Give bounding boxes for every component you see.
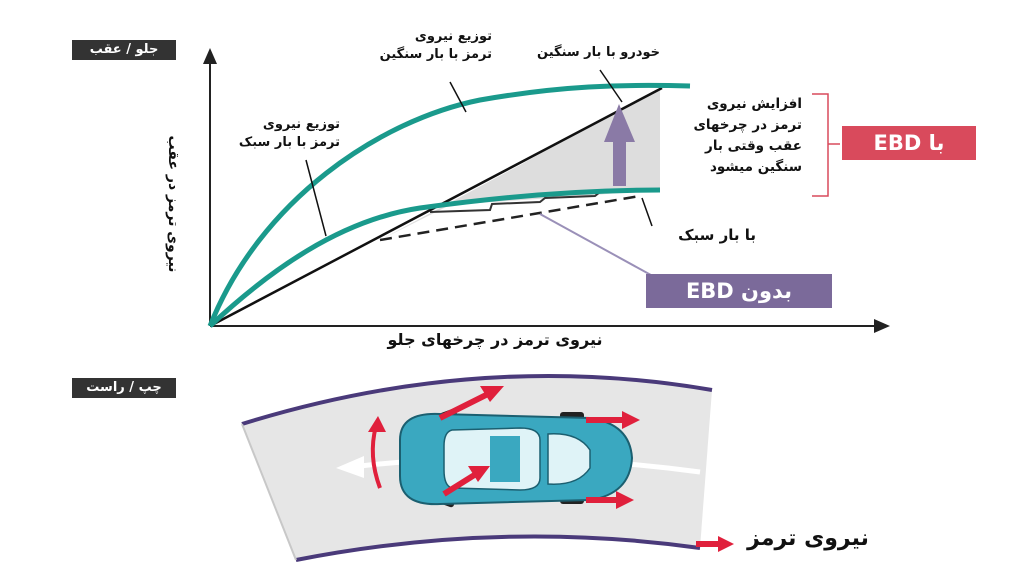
brake-arrow-rear-left-line (442, 471, 478, 497)
heavy-distribution-curve (207, 82, 691, 327)
light-distribution-curve (208, 187, 661, 328)
label-increase: افزایش نیروی ترمز در چرخهای عقب وقتی بار… (693, 96, 802, 175)
increase-arrow-head (604, 104, 635, 142)
brake-arrow-rear-left-head (468, 466, 490, 482)
leader-light-load (641, 197, 653, 227)
direction-arrowhead (336, 456, 364, 478)
brake-arrow-rear-right-head (616, 491, 634, 509)
label-light-distribution: توزیع نیروی ترمز با بار سبک (238, 117, 340, 150)
label-light-load: با بار سبک (678, 226, 756, 244)
legend-brake-force-label: نیروی ترمز (747, 526, 869, 551)
road-edge-left (241, 423, 297, 561)
brake-arrow-front-right-head (622, 411, 640, 429)
brake-arrow-front-left-head (480, 386, 504, 402)
without-ebd-dashed-line (379, 194, 641, 242)
yaw-arrowhead (368, 416, 386, 432)
label-heavy-distribution: توزیع نیروی ترمز با بار سنگین (379, 29, 492, 62)
increase-bracket (812, 93, 829, 197)
tag-front-rear: جلو / عقب (72, 40, 176, 60)
with-ebd-box: با EBD (842, 126, 976, 160)
leader-heavy-vehicle (599, 69, 623, 103)
legend-brake-arrow-head (718, 536, 734, 552)
brake-arrow-front-left-line (438, 391, 490, 421)
leader-light-distribution (305, 159, 327, 237)
leader-without-ebd (539, 213, 661, 281)
increase-arrow-shaft (613, 140, 626, 186)
x-axis-label: نیروی ترمز در چرخهای جلو (387, 330, 603, 349)
y-axis-label: نیروی ترمز در عقب (165, 135, 181, 273)
label-heavy-vehicle: خودرو با بار سنگین (537, 45, 660, 60)
road-edge-bottom (295, 534, 701, 562)
y-axis-arrowhead (203, 48, 217, 64)
x-axis-arrowhead (874, 319, 890, 333)
car-top-view (399, 408, 634, 508)
without-ebd-box: بدون EBD (646, 274, 832, 308)
leader-heavy-distribution (449, 81, 467, 113)
road-edge-top (241, 373, 713, 426)
tag-left-right: چپ / راست (72, 378, 176, 398)
